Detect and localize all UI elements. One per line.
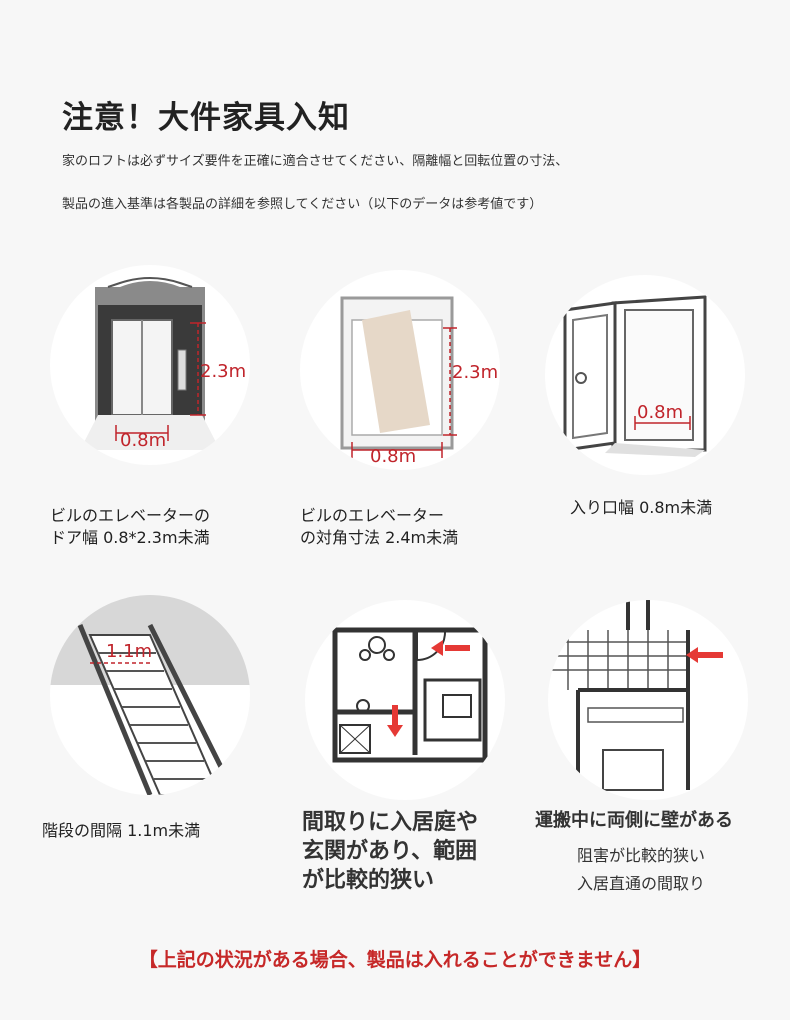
caption-line: 玄関があり、範囲 — [302, 839, 478, 864]
caption-elevator-diagonal: ビルのエレベーター の対角寸法 2.4m未満 — [300, 505, 458, 549]
caption-stairs: 階段の間隔 1.1m未満 — [42, 820, 200, 842]
width-label: 0.8m — [370, 446, 416, 467]
height-label: 2.3m — [452, 362, 498, 383]
page-title: 注意！大件家具入知 — [62, 100, 350, 136]
elevator-door-illustration: 2.3m 0.8m — [50, 265, 250, 465]
warning-notice: 【上記の状況がある場合、製品は入れることができません】 — [138, 949, 652, 971]
caption-elevator-door: ビルのエレベーターの ドア幅 0.8*2.3m未満 — [50, 505, 210, 549]
caption-floor-plan: 間取りに入居庭や 玄関があり、範囲 が比較的狭い — [302, 808, 478, 895]
caption-line: ドア幅 0.8*2.3m未満 — [50, 528, 210, 547]
caption-sub: 阻害が比較的狭い — [577, 846, 706, 865]
caption-line: 階段の間隔 1.1m未満 — [42, 821, 201, 840]
caption-line: ビルのエレベーターの — [50, 506, 211, 525]
width-label: 0.8m — [637, 402, 683, 423]
description-line-1: 家のロフトは必ずサイズ要件を正確に適合させてください、隔離幅と回転位置の寸法、 — [62, 154, 569, 169]
width-label: 1.1m — [106, 641, 152, 662]
caption-line: 間取りに入居庭や — [302, 810, 479, 835]
floor-plan-illustration — [305, 600, 505, 800]
elevator-diagonal-illustration: 2.3m 0.8m — [300, 270, 500, 470]
staircase-illustration: 1.1m — [50, 595, 250, 795]
caption-line: ビルのエレベーター — [300, 506, 445, 525]
caption-sub: 入居直通の間取り — [577, 874, 706, 893]
width-label: 0.8m — [120, 430, 166, 451]
caption-entrance: 入り口幅 0.8m未満 — [570, 497, 712, 519]
entrance-door-illustration: 0.8m — [545, 275, 745, 475]
description-line-2: 製品の進入基準は各製品の詳細を参照してください（以下のデータは参考値です） — [62, 197, 543, 212]
caption-line: が比較的狭い — [302, 868, 435, 893]
caption-main: 運搬中に両側に壁がある — [535, 810, 733, 831]
caption-corridor: 運搬中に両側に壁がある 阻害が比較的狭い 入居直通の間取り — [535, 806, 790, 894]
corridor-illustration — [548, 600, 748, 800]
caption-line: の対角寸法 2.4m未満 — [300, 528, 459, 547]
caption-line: 入り口幅 0.8m未満 — [570, 498, 713, 517]
height-label: 2.3m — [200, 361, 246, 382]
